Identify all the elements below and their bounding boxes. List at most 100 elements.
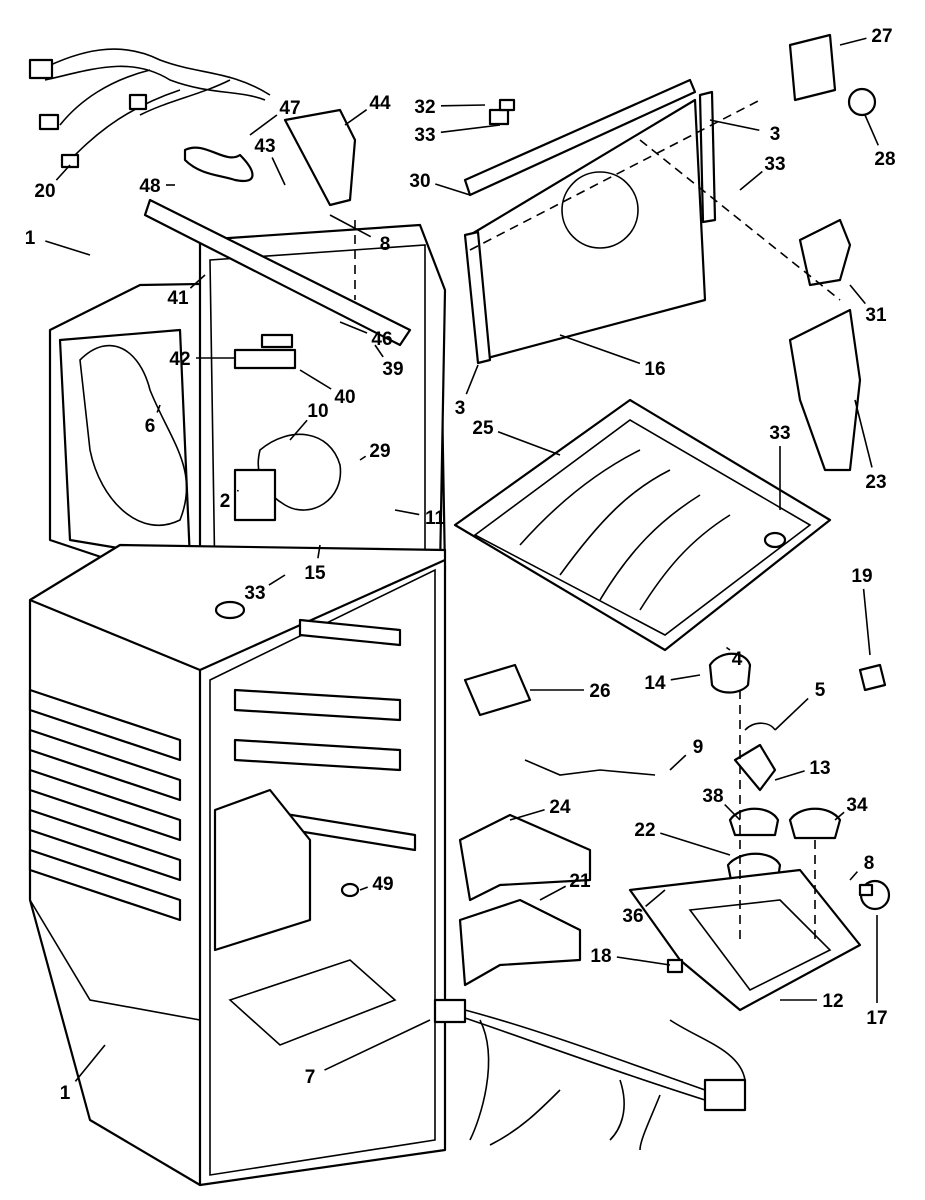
leader-line-44 (344, 109, 368, 126)
leader-line-34 (834, 811, 845, 821)
callout-label-1: 1 (60, 1083, 71, 1104)
leader-line-47 (249, 114, 278, 136)
callout-label-21: 21 (569, 871, 591, 892)
callout-label-5: 5 (815, 680, 826, 701)
callout-label-41: 41 (167, 288, 189, 309)
leader-line-5 (774, 697, 809, 731)
callout-label-24: 24 (549, 797, 571, 818)
callout-label-39: 39 (382, 359, 403, 380)
leader-line-1 (45, 240, 91, 256)
wire-harness-bottom (433, 998, 747, 1151)
leader-line-28 (864, 114, 879, 146)
callout-label-2: 2 (220, 491, 231, 512)
callout-label-29: 29 (369, 441, 390, 462)
leader-line-24 (509, 809, 545, 821)
callout-label-42: 42 (169, 349, 190, 370)
leader-line-29 (359, 455, 367, 461)
leader-line-22 (660, 832, 731, 856)
callout-label-47: 47 (279, 98, 300, 119)
callout-label-15: 15 (304, 563, 326, 584)
refrigerator-cabinet (28, 543, 447, 1187)
callout-label-31: 31 (865, 305, 887, 326)
leader-line-25 (497, 431, 561, 456)
leader-line-31 (849, 284, 866, 305)
callout-label-38: 38 (702, 786, 723, 807)
leader-line-49 (359, 886, 368, 891)
leader-line-33 (268, 574, 286, 586)
leader-line-38 (724, 803, 741, 821)
leader-line-18 (616, 956, 671, 966)
leader-line-36 (645, 889, 666, 907)
callout-label-25: 25 (472, 418, 494, 439)
callout-label-4: 4 (732, 649, 743, 670)
callout-label-43: 43 (254, 136, 275, 157)
alignment-line (469, 99, 761, 251)
callout-label-7: 7 (305, 1067, 316, 1088)
leader-line-41 (189, 274, 206, 289)
leader-line-21 (539, 885, 567, 901)
leader-line-46 (339, 321, 368, 334)
leader-line-4 (725, 646, 731, 651)
callout-label-12: 12 (822, 991, 843, 1012)
leader-line-16 (559, 334, 641, 365)
callout-label-36: 36 (622, 906, 643, 927)
callout-label-33: 33 (764, 154, 785, 175)
leader-line-14 (670, 674, 701, 681)
leader-line-8 (329, 214, 372, 238)
callout-label-10: 10 (307, 401, 328, 422)
freezer-liner-assembly (48, 108, 447, 602)
callout-label-28: 28 (874, 149, 895, 170)
leader-line-11 (394, 509, 420, 516)
callout-label-9: 9 (693, 737, 704, 758)
leader-line-39 (374, 344, 384, 358)
callout-label-19: 19 (851, 566, 872, 587)
callout-label-48: 48 (139, 176, 160, 197)
callout-label-32: 32 (414, 97, 435, 118)
callout-label-40: 40 (334, 387, 355, 408)
callout-label-30: 30 (409, 171, 430, 192)
leader-line-8 (849, 871, 858, 881)
callout-label-34: 34 (846, 795, 868, 816)
callout-label-33: 33 (769, 423, 790, 444)
callout-label-20: 20 (34, 181, 55, 202)
leader-line-27 (839, 37, 867, 46)
leader-line-9 (669, 754, 687, 771)
callout-label-18: 18 (590, 946, 611, 967)
leader-line-1 (74, 1044, 106, 1082)
leader-line-20 (55, 164, 71, 181)
freezer-shelf (453, 398, 832, 652)
leader-line-32 (440, 104, 486, 107)
callout-label-17: 17 (866, 1008, 887, 1029)
callout-label-8: 8 (864, 853, 875, 874)
leader-lines (45, 37, 879, 1082)
callout-label-11: 11 (425, 508, 446, 529)
callout-label-46: 46 (371, 329, 392, 350)
callout-label-23: 23 (865, 472, 886, 493)
callout-label-49: 49 (372, 874, 393, 895)
leader-line-15 (317, 544, 321, 559)
leader-line-7 (324, 1019, 431, 1071)
leader-line-30 (435, 183, 471, 196)
callout-label-26: 26 (589, 681, 610, 702)
alignment-line (639, 139, 841, 301)
callout-label-6: 6 (145, 416, 156, 437)
leader-line-10 (289, 419, 308, 441)
callout-label-13: 13 (809, 758, 830, 779)
leader-line-33 (739, 170, 763, 191)
callout-label-8: 8 (380, 234, 391, 255)
leader-line-13 (774, 770, 805, 781)
callout-label-14: 14 (644, 673, 666, 694)
callout-label-33: 33 (414, 125, 435, 146)
leader-line-6 (156, 404, 161, 413)
wire-harness-top (28, 48, 271, 169)
callout-label-22: 22 (634, 820, 655, 841)
callout-label-3: 3 (770, 124, 781, 145)
leader-line-33 (440, 124, 501, 134)
leader-line-43 (271, 157, 286, 186)
callout-label-16: 16 (644, 359, 665, 380)
leader-line-3 (709, 119, 760, 132)
small-parts-right (458, 33, 891, 1012)
